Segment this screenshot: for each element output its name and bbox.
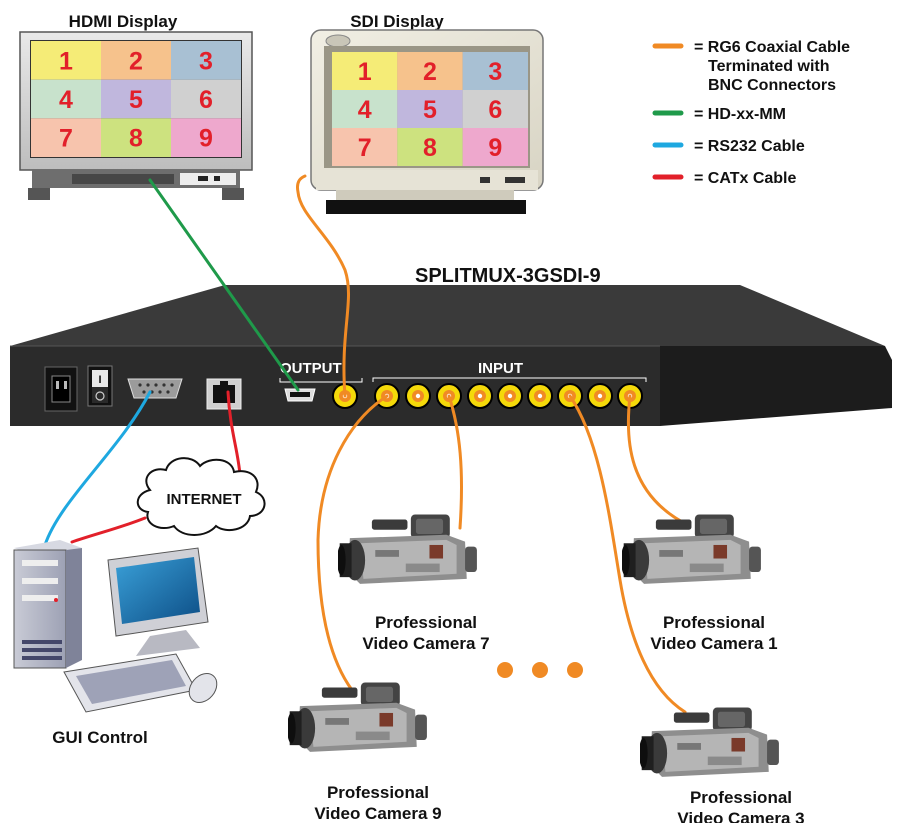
- hdmi-display: 1 2 3 4 5 6 7 8 9: [19, 31, 253, 200]
- power-inlet-icon: [44, 366, 78, 412]
- rj45-port-icon[interactable]: [206, 378, 242, 410]
- sdi-tile-number: 3: [488, 58, 502, 86]
- camera-7b-coax: [447, 394, 464, 530]
- hdmi-tile-number: 5: [129, 86, 143, 114]
- camera-label: Video Camera 3: [677, 809, 804, 823]
- bnc-connector-icon[interactable]: [405, 383, 431, 409]
- hdmi-tile-number: 8: [129, 125, 143, 153]
- hdmi-tile: [171, 118, 241, 157]
- legend-label: = HD-xx-MM: [694, 106, 786, 123]
- bnc-connector-icon[interactable]: [587, 383, 613, 409]
- sdi-display: 1 2 3 4 5 6 7 8 9: [310, 29, 544, 214]
- catx-cable: [226, 390, 242, 477]
- hdmi-display-grid: 1 2 3 4 5 6 7 8 9: [31, 41, 241, 157]
- bnc-connector-icon[interactable]: [497, 383, 523, 409]
- sdi-tile-number: 8: [423, 134, 437, 162]
- hdmi-tile: [101, 79, 171, 119]
- legend-label: = RG6 Coaxial Cable: [694, 39, 850, 56]
- sdi-tile-number: 1: [358, 58, 372, 86]
- sdi-tile-number: 7: [358, 134, 372, 162]
- cables: [43, 174, 690, 714]
- cloud-icon: [136, 457, 266, 536]
- sdi-tile-number: 5: [423, 96, 437, 124]
- sdi-tile-number: 6: [488, 96, 502, 124]
- bnc-connectors: [332, 383, 643, 409]
- mouse-icon: [188, 673, 218, 703]
- hdmi-tile: [31, 41, 101, 80]
- splitmux-device: [10, 285, 892, 426]
- hdmi-tile-number: 2: [129, 47, 143, 75]
- hdmi-display-title: HDMI Display: [69, 12, 178, 31]
- camera-label: Professional: [690, 788, 792, 807]
- camera-icon: [640, 707, 779, 777]
- sdi-tile-number: 9: [488, 134, 502, 162]
- input-label: INPUT: [478, 360, 523, 377]
- computer-tower-icon: [13, 540, 82, 669]
- svg-text:I: I: [98, 374, 101, 386]
- bnc-connector-icon[interactable]: [527, 383, 553, 409]
- sdi-tile: [462, 128, 528, 166]
- ellipsis-dots-icon: [497, 662, 583, 678]
- hdmi-tile-number: 4: [59, 86, 73, 114]
- camera-label: Video Camera 7: [362, 634, 489, 653]
- power-switch-icon[interactable]: I: [87, 365, 113, 407]
- sdi-tile: [397, 52, 463, 90]
- camera-icon: [288, 682, 427, 752]
- output-coax-cable: [296, 174, 351, 398]
- camera-label: Video Camera 1: [650, 634, 777, 653]
- bnc-connector-icon[interactable]: [467, 383, 493, 409]
- hdmi-tile: [101, 118, 171, 157]
- output-label: OUTPUT: [280, 360, 342, 377]
- bnc-connector-icon[interactable]: [436, 383, 462, 409]
- legend-label: = CATx Cable: [694, 170, 797, 187]
- camera-label: Professional: [327, 783, 429, 802]
- camera-label: Professional: [375, 613, 477, 632]
- device-name: SPLITMUX-3GSDI-9: [415, 265, 601, 287]
- hdmi-tile-number: 1: [59, 47, 73, 75]
- camera-icon: [338, 514, 477, 584]
- sdi-tile: [332, 52, 398, 90]
- hdmi-tile-number: 6: [199, 86, 213, 114]
- hdmi-tile: [171, 41, 241, 80]
- keyboard-icon: [63, 653, 197, 713]
- legend-label: BNC Connectors: [708, 77, 836, 94]
- camera-3-coax: [568, 394, 687, 714]
- hdmi-tile: [31, 118, 101, 157]
- sdi-tile: [462, 52, 528, 90]
- camera-icon: [622, 514, 761, 584]
- hdmi-tile-number: 3: [199, 47, 213, 75]
- db9-port-icon[interactable]: [127, 378, 183, 399]
- camera-label: Video Camera 9: [314, 804, 441, 823]
- legend-label: = RS232 Cable: [694, 138, 805, 155]
- hdmi-tile: [31, 79, 101, 119]
- sdi-tile: [332, 128, 398, 166]
- sdi-tile-number: 4: [358, 96, 372, 124]
- sdi-display-grid: 1 2 3 4 5 6 7 8 9: [332, 52, 528, 166]
- sdi-tile: [397, 90, 463, 128]
- sdi-tile: [462, 90, 528, 128]
- hdmi-tile: [101, 41, 171, 80]
- rs232-cable: [43, 390, 152, 547]
- hdmi-tile-number: 9: [199, 125, 213, 153]
- camera-1-coax: [626, 394, 690, 527]
- sdi-tile-number: 2: [423, 58, 437, 86]
- sdi-display-title: SDI Display: [350, 12, 444, 31]
- hdmi-tile-number: 7: [59, 125, 73, 153]
- catx-cable: [70, 516, 147, 544]
- hdmi-port-icon[interactable]: [284, 388, 316, 402]
- sdi-tile: [397, 128, 463, 166]
- monitor-icon: [107, 547, 209, 656]
- hdmi-tile: [171, 79, 241, 119]
- gui-control-label: GUI Control: [52, 728, 147, 747]
- sdi-tile: [332, 90, 398, 128]
- camera-label: Professional: [663, 613, 765, 632]
- legend-label: Terminated with: [708, 58, 830, 75]
- hdmi-cable: [148, 178, 300, 392]
- camera-7-coax: [316, 394, 389, 692]
- internet-label: INTERNET: [167, 491, 242, 508]
